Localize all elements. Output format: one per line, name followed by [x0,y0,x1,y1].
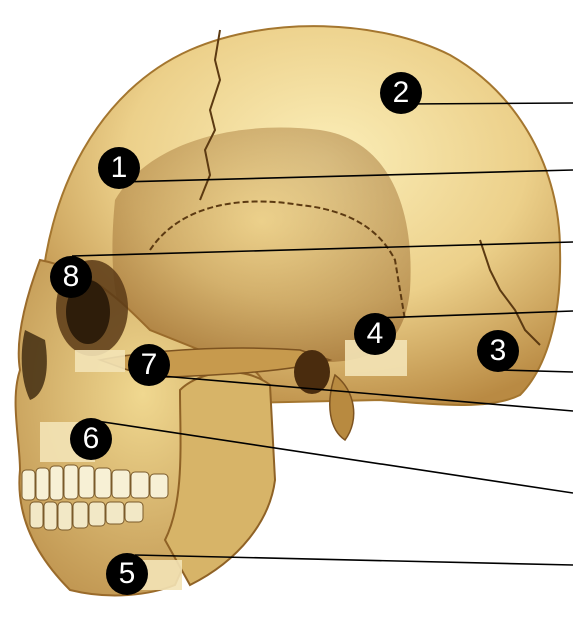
marker-4: 4 [354,313,396,355]
marker-5: 5 [106,553,148,595]
marker-7: 7 [128,344,170,386]
marker-8: 8 [50,256,92,298]
leader-line-2 [403,103,573,104]
mandible-ramus [165,372,275,585]
marker-2: 2 [380,72,422,114]
marker-3: 3 [477,330,519,372]
marker-6: 6 [70,418,112,460]
marker-1: 1 [98,147,140,189]
mask-patch [75,350,125,372]
